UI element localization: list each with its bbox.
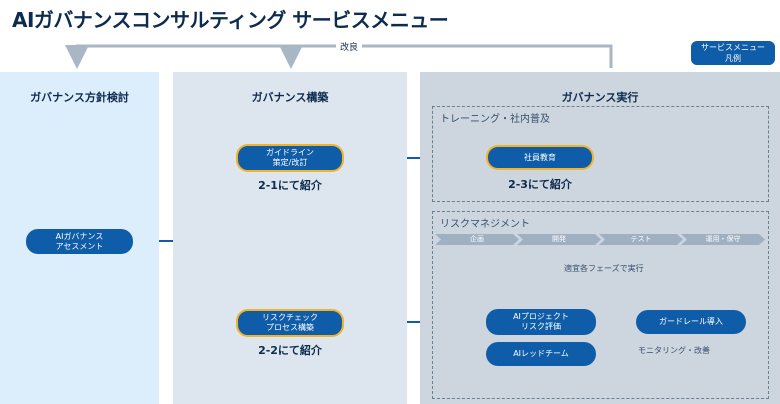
node-assessment[interactable]: AIガバナンス アセスメント xyxy=(26,229,133,254)
training-section xyxy=(432,106,769,202)
node-guideline[interactable]: ガイドライン 策定/改訂 xyxy=(236,144,344,172)
node-risk-check-line-1: リスクチェック xyxy=(262,313,318,322)
node-guardrail[interactable]: ガードレール導入 xyxy=(636,310,746,334)
node-guardrail-label: ガードレール導入 xyxy=(659,317,723,326)
phase-planning: 企画 xyxy=(435,234,519,245)
risk-management-section xyxy=(432,211,769,399)
node-red-team-label: AIレッドチーム xyxy=(513,349,569,358)
phase-operation: 運用・保守 xyxy=(681,234,765,245)
risk-management-header: リスクマネジメント xyxy=(440,219,530,230)
node-guideline-line-1: ガイドライン xyxy=(266,148,314,157)
node-assessment-line-1: AIガバナンス xyxy=(55,231,104,241)
node-guideline-line-2: 策定/改訂 xyxy=(272,158,308,167)
phase-testing: テスト xyxy=(599,234,683,245)
page-title: AIガバナンスコンサルティング サービスメニュー xyxy=(12,8,449,32)
node-project-eval-line-1: AIプロジェクト xyxy=(513,312,569,321)
monitor-label: モニタリング・改善 xyxy=(638,346,710,355)
guideline-note: 2-1にて紹介 xyxy=(258,179,322,192)
apply-label: 適宜各フェーズで実行 xyxy=(562,263,646,274)
legend-line-1: サービスメニュー xyxy=(701,43,765,52)
column-execute-header: ガバナンス実行 xyxy=(561,91,639,104)
feedback-label: 改良 xyxy=(336,40,363,53)
risk-check-note: 2-2にて紹介 xyxy=(258,344,322,357)
training-section-header: トレーニング・社内普及 xyxy=(440,114,550,125)
node-assessment-line-2: アセスメント xyxy=(55,241,104,251)
node-education[interactable]: 社員教育 xyxy=(486,145,594,170)
education-note: 2-3にて紹介 xyxy=(508,178,572,191)
node-project-eval[interactable]: AIプロジェクト リスク評価 xyxy=(486,309,596,335)
node-red-team[interactable]: AIレッドチーム xyxy=(486,342,596,366)
column-policy-header: ガバナンス方針検討 xyxy=(30,91,129,104)
node-education-label: 社員教育 xyxy=(524,152,556,162)
node-project-eval-line-2: リスク評価 xyxy=(521,322,561,331)
column-build-header: ガバナンス構築 xyxy=(251,91,329,104)
node-risk-check[interactable]: リスクチェック プロセス構築 xyxy=(236,309,344,337)
legend-badge: サービスメニュー 凡例 xyxy=(691,41,775,65)
phase-development: 開発 xyxy=(517,234,601,245)
node-risk-check-line-2: プロセス構築 xyxy=(266,323,314,332)
legend-line-2: 凡例 xyxy=(725,54,741,63)
column-build xyxy=(173,72,407,404)
